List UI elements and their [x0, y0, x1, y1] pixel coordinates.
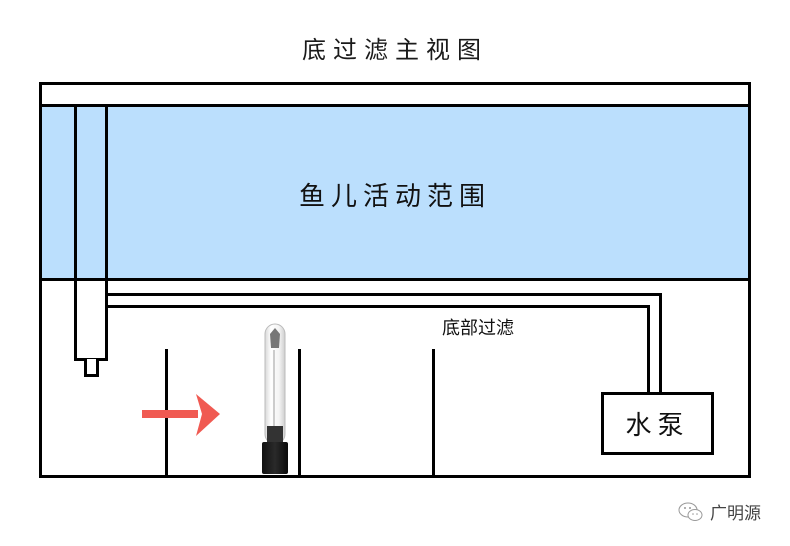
- sump-divider-3: [432, 349, 435, 478]
- return-pipe-outer-horizontal: [106, 293, 662, 296]
- flow-arrow-icon: [142, 394, 220, 436]
- fish-area-label: 鱼儿活动范围: [298, 182, 491, 212]
- uv-lamp-icon: [262, 323, 288, 474]
- return-pipe-inner-horizontal: [106, 305, 650, 308]
- return-pipe-outer-vertical: [659, 293, 662, 394]
- overflow-pipe: [74, 104, 108, 361]
- watermark: 广明源: [678, 499, 761, 524]
- watermark-text: 广明源: [710, 504, 761, 524]
- sump-divider-2: [298, 349, 301, 478]
- diagram-title: 底过滤主视图: [302, 36, 488, 64]
- pump-box: 水泵: [601, 392, 714, 455]
- fish-area: [39, 104, 751, 281]
- overflow-pipe-nozzle: [84, 359, 99, 377]
- pump-label: 水泵: [625, 411, 690, 441]
- bottom-filter-label: 底部过滤: [442, 318, 514, 339]
- return-pipe-inner-vertical: [647, 305, 650, 394]
- wechat-icon: [678, 502, 703, 521]
